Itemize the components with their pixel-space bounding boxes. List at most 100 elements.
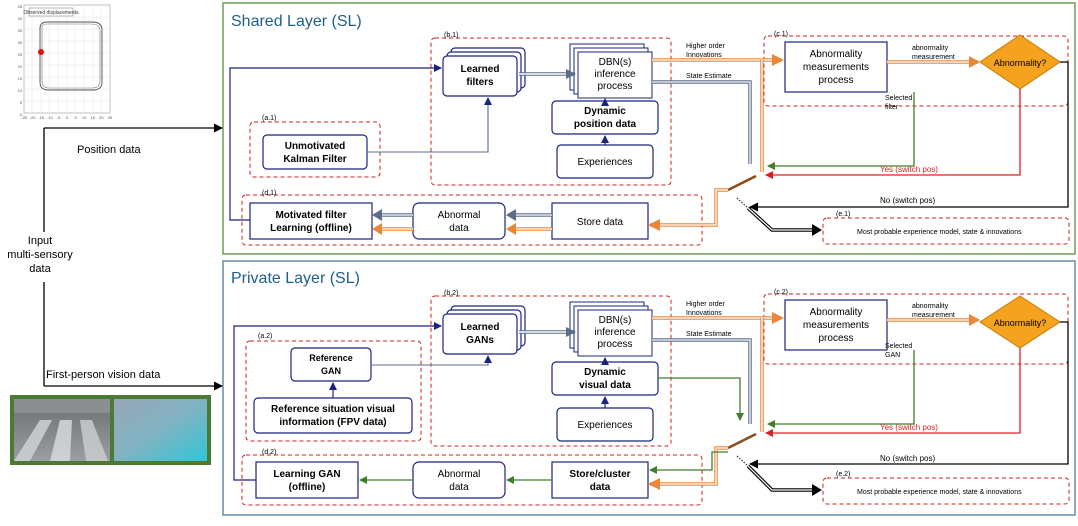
- dbn-line3: process: [597, 81, 632, 92]
- plot-title: Observed displacements: [23, 10, 79, 16]
- state-estimate-private: State Estimate: [686, 331, 732, 338]
- position-data-label: Position data: [77, 144, 141, 156]
- higher-order-line2-private: Innovations: [686, 310, 722, 317]
- learned-filters-box: [442, 55, 518, 97]
- ref-sit-line1: Reference situation visual: [271, 404, 395, 415]
- ref-sit-line2: information (FPV data): [279, 417, 386, 428]
- vision-data-label: First-person vision data: [46, 369, 161, 381]
- dynamic-position-line2: position data: [574, 119, 637, 130]
- most-probable-shared: Most probable experience model, state & …: [857, 229, 1022, 236]
- state-estimate-shared: State Estimate: [686, 73, 732, 80]
- private-connectors: [233, 312, 1069, 496]
- group-b1: [430, 37, 672, 186]
- group-a1: [249, 121, 381, 178]
- abnormality-measurement-private-line2: measurement: [912, 312, 955, 319]
- yes-switch-private: Yes (switch pos): [880, 423, 938, 432]
- ref-gan-line2: GAN: [321, 366, 341, 376]
- higher-order-line2-shared: Innovations: [686, 52, 722, 59]
- plot-y-tick: 5: [20, 100, 23, 105]
- shared-layer-title: Shared Layer (SL): [231, 13, 362, 30]
- private-layer-title: Private Layer (SL): [231, 270, 360, 287]
- diamond-label-shared: Abnormality?: [994, 58, 1047, 68]
- plot-x-tick: 15: [91, 115, 96, 120]
- group-d2: [241, 454, 703, 506]
- store-cluster-line2: data: [590, 482, 611, 493]
- selected-gan-line1: Selected: [885, 343, 912, 350]
- dbn-inference-box-private: [577, 309, 653, 357]
- plot-y-tick: 25: [18, 52, 23, 57]
- abnormality-measurement-private-line1: abnormality: [912, 303, 949, 310]
- selected-gan-line2: GAN: [885, 352, 900, 359]
- group-c2: [763, 293, 1069, 365]
- higher-order-line1-shared: Higher order: [686, 43, 726, 50]
- dbn-inference-box: [577, 51, 653, 99]
- abnormal-data-line2: data: [449, 223, 469, 234]
- plot-y-tick: 20: [18, 64, 23, 69]
- learned-filters-line1: Learned: [461, 64, 500, 75]
- dbn-line1: DBN(s): [599, 57, 632, 68]
- kalman-line2: Kalman Filter: [283, 154, 346, 165]
- plot-y-tick: 30: [18, 40, 23, 45]
- fpv-generated-image: [114, 399, 207, 461]
- abn-measure-line2: measurements: [803, 62, 869, 73]
- group-c1: [763, 35, 1069, 107]
- plot-y-tick: 45: [18, 4, 23, 9]
- yes-switch-shared: Yes (switch pos): [880, 165, 938, 174]
- plot-y-tick: 35: [18, 28, 23, 33]
- group-b1-label: (b.1): [444, 32, 458, 39]
- group-a1-label: (a.1): [262, 115, 276, 122]
- store-data-label: Store data: [577, 217, 624, 228]
- learned-gans-box: [442, 313, 518, 355]
- motivated-line2: Learning (offline): [270, 223, 352, 234]
- group-b2: [430, 295, 672, 447]
- motivated-filter-learning-box: [249, 202, 373, 240]
- abn-measure-line3: process: [818, 75, 853, 86]
- group-e1: [822, 217, 1070, 245]
- abnormal-private-line2: data: [449, 482, 469, 493]
- shared-layer-panel: [222, 2, 1076, 255]
- most-probable-private: Most probable experience model, state & …: [857, 489, 1022, 496]
- input-label-line3: data: [29, 263, 51, 275]
- abnormality-measurements-box-shared: [784, 41, 888, 93]
- private-layer-panel: [222, 260, 1076, 516]
- group-e2-label: (e.2): [836, 471, 850, 478]
- dynamic-visual-line2: visual data: [579, 380, 631, 391]
- group-e2: [822, 477, 1070, 505]
- diamond-label-private: Abnormality?: [994, 318, 1047, 328]
- learning-gan-box: [255, 461, 359, 499]
- abnormal-private-line1: Abnormal: [438, 469, 481, 480]
- plot-x-tick: 20: [99, 115, 104, 120]
- plot-x-tick: -15: [38, 115, 45, 120]
- plot-x-tick: 10: [82, 115, 87, 120]
- store-cluster-line1: Store/cluster: [569, 469, 630, 480]
- dbn-private-line3: process: [597, 339, 632, 350]
- abnormality-measurement-line1: abnormality: [912, 45, 949, 52]
- displacement-plot-thumbnail: Observed displacements 45403530252015105…: [0, 0, 113, 122]
- learned-gans-line2: GANs: [466, 335, 494, 346]
- plot-y-tick: 0: [20, 112, 23, 117]
- dynamic-visual-line1: Dynamic: [584, 367, 626, 378]
- abn-measure-private-line3: process: [818, 333, 853, 344]
- abn-measure-private-line2: measurements: [803, 320, 869, 331]
- plot-x-tick: -20: [30, 115, 37, 120]
- ref-gan-line1: Reference: [309, 353, 353, 363]
- abnormal-data-line1: Abnormal: [438, 210, 481, 221]
- no-switch-private: No (switch pos): [880, 454, 935, 463]
- experiences-shared-label: Experiences: [577, 157, 632, 168]
- group-d1-label: (d.1): [262, 190, 276, 197]
- abn-measure-line1: Abnormality: [810, 49, 863, 60]
- plot-y-tick: 10: [18, 88, 23, 93]
- shared-connectors: [229, 54, 1069, 236]
- selected-filter-line2: filter: [885, 104, 899, 111]
- group-c1-label: (c.1): [774, 31, 788, 38]
- no-switch-shared: No (switch pos): [880, 196, 935, 205]
- kalman-line1: Unmotivated: [285, 141, 346, 152]
- fpv-images: [10, 395, 211, 465]
- dbn-private-line1: DBN(s): [599, 315, 632, 326]
- experiences-private-label: Experiences: [577, 420, 632, 431]
- store-data-box: [551, 202, 649, 240]
- group-b2-label: (b.2): [444, 290, 458, 297]
